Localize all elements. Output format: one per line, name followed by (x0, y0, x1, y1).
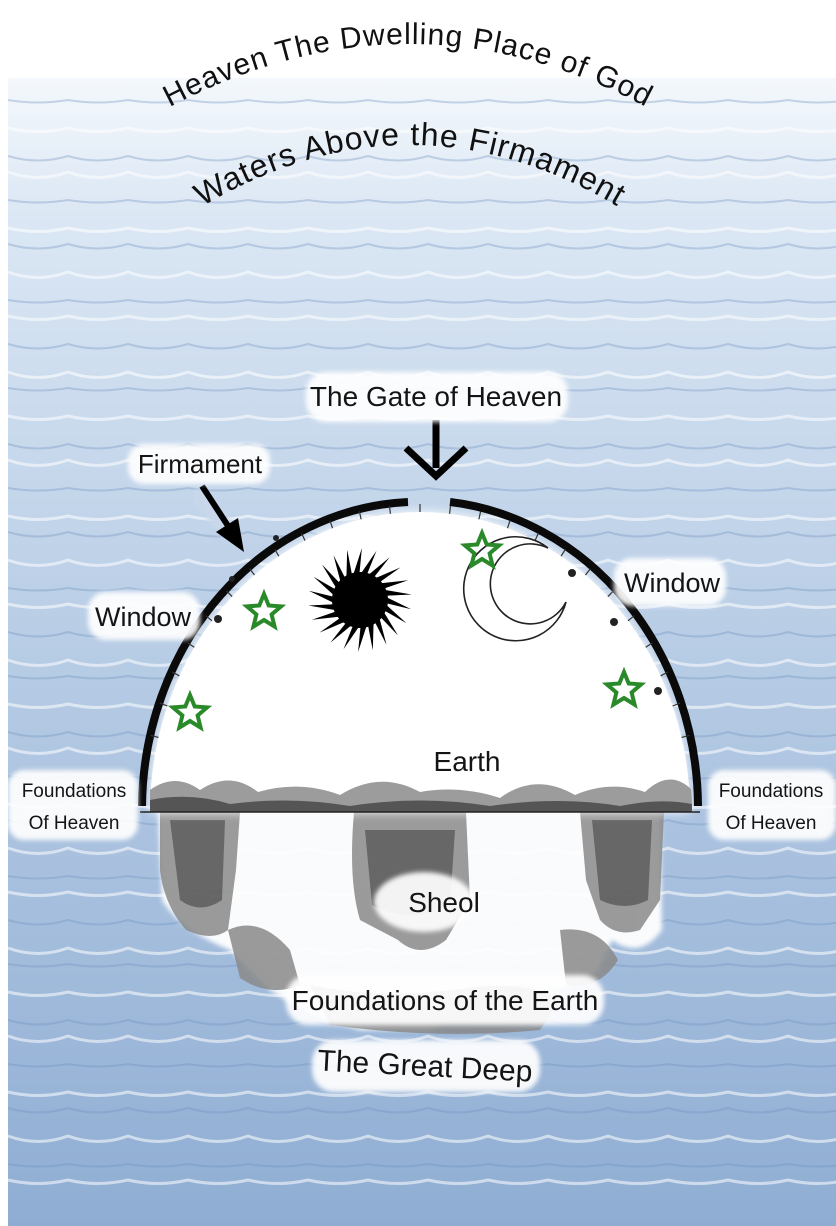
window-left-label: Window (95, 602, 192, 632)
gate-of-heaven-label: The Gate of Heaven (310, 381, 562, 412)
sheol-label: Sheol (408, 887, 480, 918)
firmament-label: Firmament (138, 449, 263, 479)
earth-label: Earth (434, 746, 501, 777)
foundations-heaven-right-label-line1: Foundations (719, 781, 824, 802)
foundations-heaven-left-label-line2: Of Heaven (29, 813, 120, 834)
foundations-of-the-earth-label: Foundations of the Earth (292, 985, 599, 1016)
foundations-heaven-right-label-line2: Of Heaven (726, 813, 817, 834)
window-right-label: Window (624, 568, 721, 598)
foundations-heaven-left-label-line1: Foundations (22, 781, 127, 802)
